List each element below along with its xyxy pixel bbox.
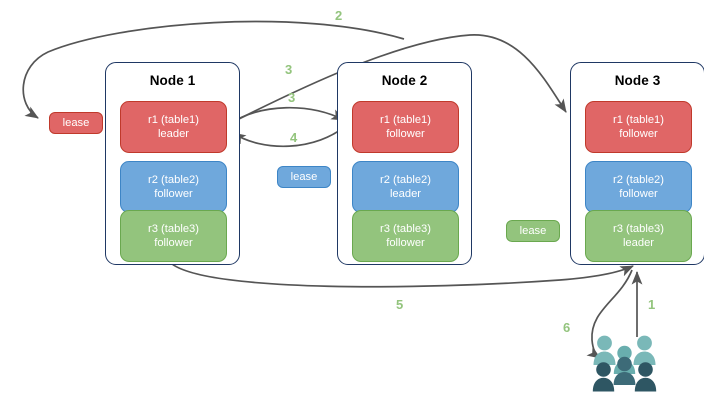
replica-name: r3 (table3) [613,223,664,235]
replica-node2-r1[interactable]: r1 (table1) follower [352,101,459,153]
replica-name: r1 (table1) [380,114,431,126]
node-container-1[interactable]: Node 1 r1 (table1) leader r2 (table2) fo… [105,62,240,265]
step-label-3-node2: 3 [288,90,296,105]
replica-role: follower [154,237,193,249]
replica-name: r2 (table2) [148,174,199,186]
arrow-step-3-to-node3 [228,34,567,125]
replica-node3-r1[interactable]: r1 (table1) follower [585,101,692,153]
replica-name: r2 (table2) [613,174,664,186]
users-group-icon [592,335,657,392]
replica-role: leader [622,237,655,249]
node-container-3[interactable]: Node 3 r1 (table1) follower r2 (table2) … [570,62,704,265]
step-label-6: 6 [563,320,571,335]
arrow-step-4 [232,123,349,148]
lease-chip-green[interactable]: lease [506,220,560,242]
replica-node1-r1[interactable]: r1 (table1) leader [120,101,227,153]
replica-role: follower [386,237,425,249]
replica-name: r1 (table1) [613,114,664,126]
replica-node1-r2[interactable]: r2 (table2) follower [120,161,227,213]
arrow-step-5 [171,263,634,288]
step-label-4: 4 [290,130,298,145]
replica-role: follower [619,188,658,200]
replica-name: r3 (table3) [148,223,199,235]
lease-chip-blue[interactable]: lease [277,166,331,188]
step-label-2: 2 [335,8,343,23]
lease-chip-red[interactable]: lease [49,112,103,134]
node-container-2[interactable]: Node 2 r1 (table1) follower r2 (table2) … [337,62,472,265]
arrow-step-2 [22,20,405,119]
replica-name: r2 (table2) [380,174,431,186]
replica-node3-r3[interactable]: r3 (table3) leader [585,210,692,262]
replica-node3-r2[interactable]: r2 (table2) follower [585,161,692,213]
replica-role: leader [157,128,190,140]
node-title-2: Node 2 [381,73,428,88]
replica-node2-r3[interactable]: r3 (table3) follower [352,210,459,262]
replica-role: follower [619,128,658,140]
arrow-step-3-to-node2 [228,106,345,125]
replica-role: follower [154,188,193,200]
replica-node2-r2[interactable]: r2 (table2) leader [352,161,459,213]
replica-name: r1 (table1) [148,114,199,126]
node-title-1: Node 1 [149,73,196,88]
replica-role: follower [386,128,425,140]
replica-node1-r3[interactable]: r3 (table3) follower [120,210,227,262]
step-label-3-node3: 3 [285,62,293,77]
replica-name: r3 (table3) [380,223,431,235]
replica-role: leader [389,188,422,200]
node-title-3: Node 3 [614,73,661,88]
step-label-1: 1 [648,297,656,312]
step-label-5: 5 [396,297,404,312]
